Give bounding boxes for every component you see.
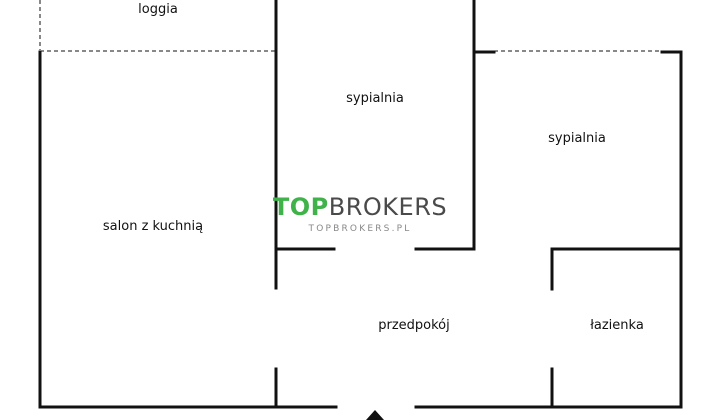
logo-brand-top: TOP bbox=[273, 193, 329, 221]
room-label-bathroom: łazienka bbox=[590, 318, 644, 333]
loggia-boundary bbox=[39, 0, 662, 52]
svg-text:TOPBROKERS: TOPBROKERS bbox=[273, 193, 447, 221]
logo-brand-brokers: BROKERS bbox=[329, 193, 447, 221]
room-label-living-kitchen: salon z kuchnią bbox=[103, 219, 203, 234]
room-label-loggia: loggia bbox=[138, 2, 178, 17]
walls bbox=[38, 0, 683, 409]
watermark-logo: TOPBROKERS TOPBROKERS.PL bbox=[273, 193, 447, 234]
room-label-hallway: przedpokój bbox=[378, 318, 450, 333]
entrance-arrow-icon bbox=[366, 410, 384, 420]
room-label-bedroom-2: sypialnia bbox=[548, 131, 606, 146]
room-label-bedroom-1: sypialnia bbox=[346, 91, 404, 106]
logo-url: TOPBROKERS.PL bbox=[308, 224, 412, 234]
